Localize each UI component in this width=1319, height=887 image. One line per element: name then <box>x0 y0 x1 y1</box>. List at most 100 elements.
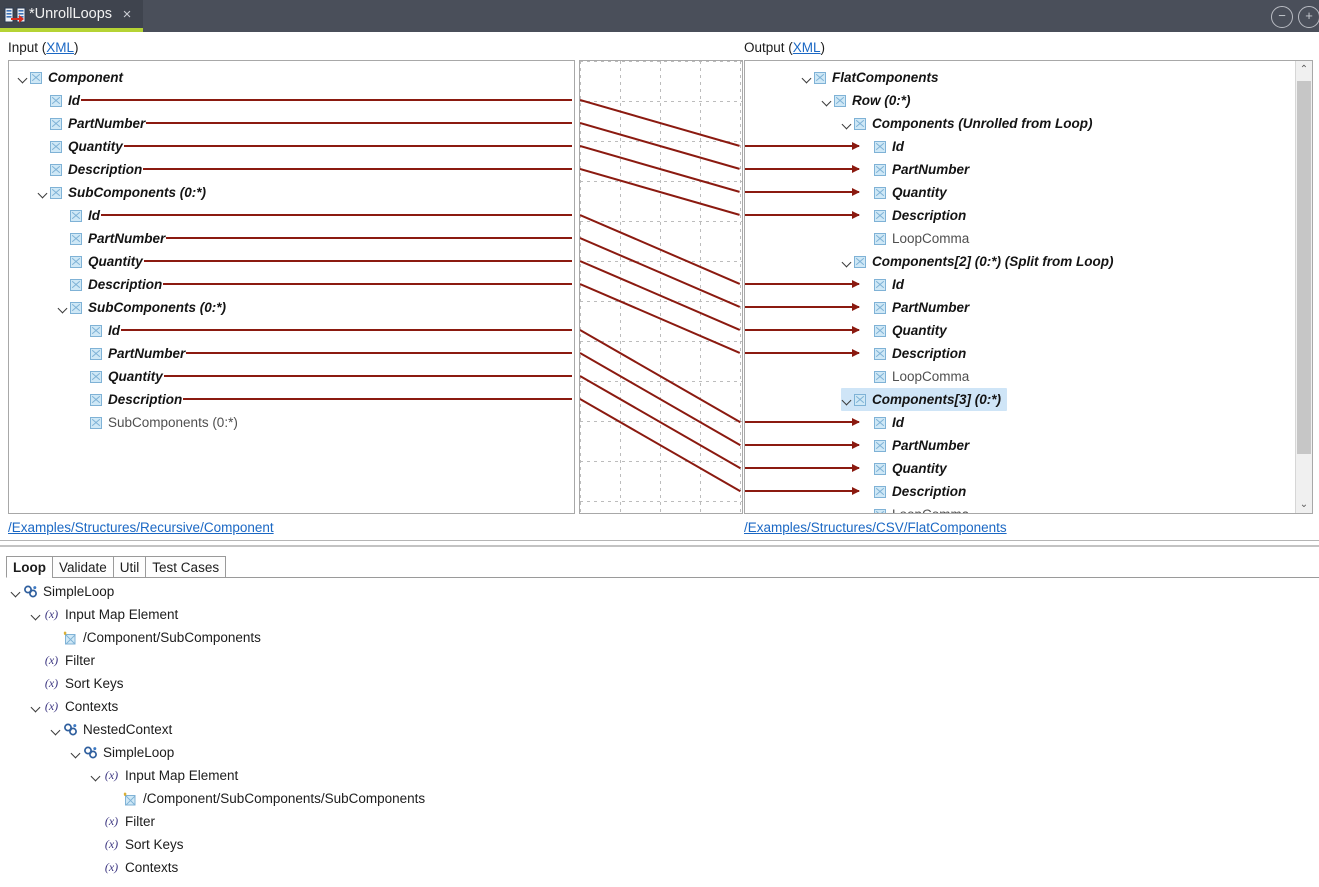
checkbox-icon[interactable] <box>50 163 62 176</box>
input-xml-link[interactable]: XML <box>46 40 75 55</box>
scroll-down-icon[interactable]: ⌄ <box>1299 499 1309 510</box>
input-mapping-line[interactable] <box>163 375 572 377</box>
output-mapping-arrow[interactable] <box>745 348 860 357</box>
checkbox-icon[interactable] <box>70 232 82 245</box>
loop-tree-row[interactable]: /Component/SubComponents <box>50 626 261 649</box>
chevron-down-icon[interactable] <box>37 186 50 199</box>
checkbox-icon[interactable] <box>90 347 102 360</box>
output-mapping-arrow[interactable] <box>745 279 860 288</box>
checkbox-icon[interactable] <box>874 324 886 337</box>
checkbox-icon[interactable] <box>70 255 82 268</box>
output-tree-row[interactable]: LoopComma <box>861 503 969 513</box>
output-tree-row[interactable]: LoopComma <box>861 365 969 388</box>
checkbox-icon[interactable] <box>874 485 886 498</box>
output-mapping-arrow[interactable] <box>745 440 860 449</box>
maximize-button[interactable]: + <box>1298 6 1319 28</box>
output-tree-row[interactable]: Quantity <box>861 319 947 342</box>
input-structure-link[interactable]: /Examples/Structures/Recursive/Component <box>8 520 274 535</box>
input-tree-row[interactable]: PartNumber <box>57 227 165 250</box>
checkbox-icon[interactable] <box>874 140 886 153</box>
input-tree-row[interactable]: Component <box>17 66 123 89</box>
output-mapping-arrow[interactable] <box>745 210 860 219</box>
chevron-down-icon[interactable] <box>10 585 23 598</box>
checkbox-icon[interactable] <box>834 94 846 107</box>
input-mapping-line[interactable] <box>166 237 572 239</box>
loop-tree-row[interactable]: /Component/SubComponents/SubComponents <box>110 787 425 810</box>
checkbox-icon[interactable] <box>90 324 102 337</box>
input-tree-row[interactable]: PartNumber <box>77 342 185 365</box>
chevron-down-icon[interactable] <box>17 71 30 84</box>
checkbox-icon[interactable] <box>70 301 82 314</box>
output-tree-row[interactable]: LoopComma <box>861 227 969 250</box>
checkbox-icon[interactable] <box>50 94 62 107</box>
input-tree-row[interactable]: Description <box>37 158 142 181</box>
input-tree-row[interactable]: SubComponents (0:*) <box>37 181 206 204</box>
output-mapping-arrow[interactable] <box>745 187 860 196</box>
checkbox-icon[interactable] <box>50 117 62 130</box>
output-tree-row[interactable]: Id <box>861 135 904 158</box>
input-mapping-line[interactable] <box>183 398 572 400</box>
chevron-down-icon[interactable] <box>57 301 70 314</box>
chevron-down-icon[interactable] <box>50 723 63 736</box>
checkbox-icon[interactable] <box>90 416 102 429</box>
divider-splitter[interactable] <box>0 545 1319 547</box>
checkbox-icon[interactable] <box>854 117 866 130</box>
input-tree-row[interactable]: Description <box>77 388 182 411</box>
input-tree-row[interactable]: SubComponents (0:*) <box>57 296 226 319</box>
checkbox-icon[interactable] <box>874 370 886 383</box>
input-mapping-line[interactable] <box>123 145 572 147</box>
input-mapping-line[interactable] <box>186 352 572 354</box>
input-mapping-line[interactable] <box>146 122 572 124</box>
output-mapping-arrow[interactable] <box>745 486 860 495</box>
checkbox-icon[interactable] <box>874 508 886 513</box>
checkbox-icon[interactable] <box>874 232 886 245</box>
chevron-down-icon[interactable] <box>70 746 83 759</box>
tab-loop[interactable]: Loop <box>6 556 53 578</box>
chevron-down-icon[interactable] <box>841 255 854 268</box>
input-tree-row[interactable]: Description <box>57 273 162 296</box>
chevron-down-icon[interactable] <box>841 393 854 406</box>
output-tree-row[interactable]: Description <box>861 342 966 365</box>
loop-tree-row[interactable]: SimpleLoop <box>10 580 114 603</box>
output-mapping-arrow[interactable] <box>745 164 860 173</box>
checkbox-icon[interactable] <box>854 393 866 406</box>
checkbox-icon[interactable] <box>874 278 886 291</box>
input-mapping-line[interactable] <box>163 283 572 285</box>
output-tree-row[interactable]: PartNumber <box>861 434 969 457</box>
output-mapping-arrow[interactable] <box>745 325 860 334</box>
output-structure-link[interactable]: /Examples/Structures/CSV/FlatComponents <box>744 520 1007 535</box>
checkbox-icon[interactable] <box>70 209 82 222</box>
output-tree-row[interactable]: Row (0:*) <box>821 89 911 112</box>
input-tree-row[interactable]: Id <box>57 204 100 227</box>
connection-canvas[interactable] <box>579 60 743 514</box>
output-tree-row[interactable]: Description <box>861 480 966 503</box>
chevron-down-icon[interactable] <box>30 608 43 621</box>
output-tree-row[interactable]: Components (Unrolled from Loop) <box>841 112 1092 135</box>
checkbox-icon[interactable] <box>50 140 62 153</box>
output-tree-row[interactable]: Description <box>861 204 966 227</box>
checkbox-icon[interactable] <box>90 370 102 383</box>
checkbox-icon[interactable] <box>30 71 42 84</box>
loop-tree-row[interactable]: (x)Sort Keys <box>30 672 124 695</box>
input-mapping-line[interactable] <box>121 329 572 331</box>
loop-tree-row[interactable]: SimpleLoop <box>70 741 174 764</box>
checkbox-icon[interactable] <box>874 209 886 222</box>
output-mapping-arrow[interactable] <box>745 463 860 472</box>
checkbox-icon[interactable] <box>874 301 886 314</box>
output-tree-row[interactable]: Quantity <box>861 181 947 204</box>
scroll-up-icon[interactable]: ⌃ <box>1299 64 1309 75</box>
output-tree-row[interactable]: Id <box>861 411 904 434</box>
checkbox-icon[interactable] <box>874 462 886 475</box>
loop-tree-row[interactable]: (x)Sort Keys <box>90 833 184 856</box>
scrollbar-thumb[interactable] <box>1297 81 1311 454</box>
checkbox-icon[interactable] <box>874 163 886 176</box>
output-tree-row[interactable]: FlatComponents <box>801 66 939 89</box>
checkbox-icon[interactable] <box>874 347 886 360</box>
output-tree-row[interactable]: PartNumber <box>861 158 969 181</box>
tab-validate[interactable]: Validate <box>52 556 114 578</box>
input-tree-row[interactable]: Quantity <box>77 365 163 388</box>
tab-util[interactable]: Util <box>112 556 147 578</box>
input-mapping-line[interactable] <box>143 168 572 170</box>
checkbox-icon[interactable] <box>50 186 62 199</box>
